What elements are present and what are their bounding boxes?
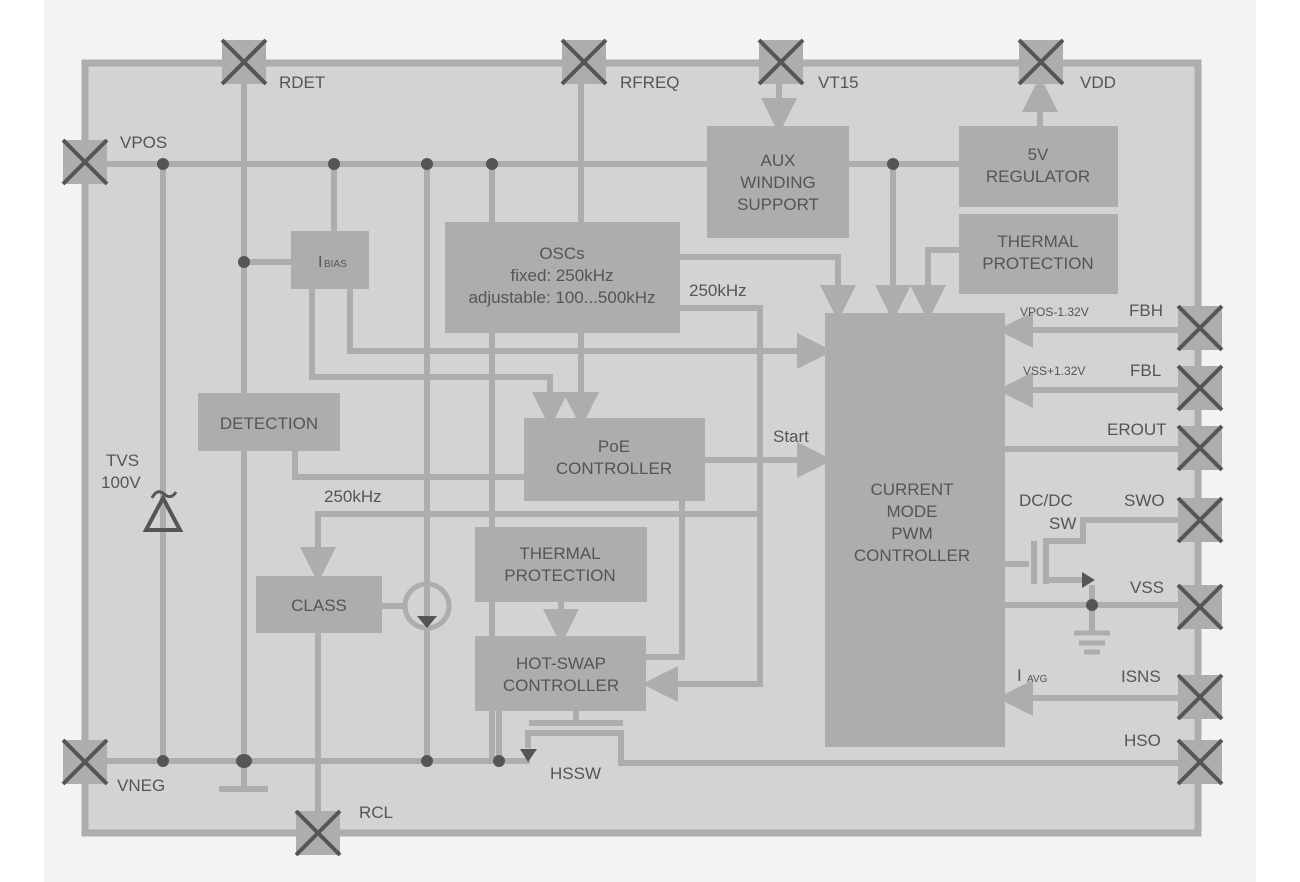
poe-controller-block xyxy=(524,418,705,501)
fbl-reference-label: VSS+1.32V xyxy=(1023,364,1085,378)
iavg-label-main: I xyxy=(1017,666,1022,685)
aux-line-3: SUPPORT xyxy=(737,195,819,214)
pin-label-fbh: FBH xyxy=(1129,301,1163,320)
diagram-canvas: AUX WINDING SUPPORT 5V REGULATOR THERMAL… xyxy=(44,0,1256,882)
thermal-top-line-2: PROTECTION xyxy=(982,254,1093,273)
detection-label: DETECTION xyxy=(220,414,318,433)
pin-label-fbl: FBL xyxy=(1130,361,1161,380)
pin-label-rcl: RCL xyxy=(359,803,393,822)
pin-label-vss: VSS xyxy=(1130,578,1164,597)
pin-label-vt15: VT15 xyxy=(818,73,859,92)
pin-label-isns: ISNS xyxy=(1121,667,1161,686)
hotswap-line-2: CONTROLLER xyxy=(503,676,619,695)
pin-vt15-icon xyxy=(757,38,805,86)
hso-wire xyxy=(525,730,1180,766)
pwm-line-1: CURRENT xyxy=(870,480,953,499)
pin-rfreq-icon xyxy=(560,38,608,86)
tvs-diode-icon xyxy=(142,490,184,532)
pin-swo-icon xyxy=(1176,496,1224,544)
pin-isns-icon xyxy=(1176,673,1224,721)
pin-label-swo: SWO xyxy=(1124,491,1165,510)
block-diagram: AUX WINDING SUPPORT 5V REGULATOR THERMAL… xyxy=(61,38,1224,857)
pin-label-rfreq: RFREQ xyxy=(620,73,680,92)
pin-vneg-icon xyxy=(61,738,109,786)
fbh-reference-label: VPOS-1.32V xyxy=(1020,305,1089,319)
osc-output-freq-label: 250kHz xyxy=(689,281,747,300)
swo-wire xyxy=(1043,517,1180,584)
osc-to-hotswap-wire xyxy=(642,305,763,702)
pin-label-erout: EROUT xyxy=(1107,420,1167,439)
dcdc-label-2: SW xyxy=(1049,514,1076,533)
dcdc-label-1: DC/DC xyxy=(1019,491,1073,510)
osc-block xyxy=(445,222,680,333)
ibias-to-pwm-wire xyxy=(347,288,833,369)
osc-to-pwm-wire xyxy=(679,254,856,321)
class-block xyxy=(256,576,382,633)
osc-line-1: OSCs xyxy=(539,244,584,263)
poe-to-hotswap-wire xyxy=(645,501,685,660)
thermal-protection-bottom-block xyxy=(475,527,647,602)
wires xyxy=(105,76,1180,815)
ibias-label-main: I xyxy=(318,254,322,271)
tvs-label-2: 100V xyxy=(101,473,141,492)
regulator-line-1: 5V xyxy=(1028,145,1049,164)
thermal-bottom-line-2: PROTECTION xyxy=(504,566,615,585)
pwm-line-3: PWM xyxy=(891,524,933,543)
pwm-controller-block xyxy=(825,313,1005,747)
ground-icon xyxy=(1074,630,1110,655)
thermal-top-line-1: THERMAL xyxy=(997,232,1078,251)
pin-label-hso: HSO xyxy=(1124,731,1161,750)
hssw-label: HSSW xyxy=(550,764,601,783)
pin-erout-icon xyxy=(1176,424,1224,472)
pin-rdet-icon xyxy=(220,38,268,86)
pin-vss-icon xyxy=(1176,583,1224,631)
aux-winding-block xyxy=(707,126,849,238)
pin-hso-icon xyxy=(1176,738,1224,786)
start-label: Start xyxy=(773,427,809,446)
thermal-protection-top-block xyxy=(959,214,1118,294)
hssw-arrow-icon xyxy=(520,749,537,762)
tvs-label-1: TVS xyxy=(106,451,139,470)
ibias-to-poe-wire xyxy=(309,288,568,428)
osc-line-3: adjustable: 100...500kHz xyxy=(468,288,655,307)
pin-label-vpos: VPOS xyxy=(120,133,167,152)
junction-nodes xyxy=(157,158,1098,768)
thermal-bottom-line-1: THERMAL xyxy=(519,544,600,563)
hotswap-line-1: HOT-SWAP xyxy=(516,654,606,673)
ibias-label-sub: BIAS xyxy=(324,259,347,270)
pin-label-rdet: RDET xyxy=(279,73,325,92)
osc-to-class-wire xyxy=(300,511,760,583)
pin-vdd-icon xyxy=(1017,38,1065,86)
current-source-arrow-icon xyxy=(417,616,437,628)
poe-line-1: PoE xyxy=(598,437,630,456)
detection-block xyxy=(198,393,340,451)
class-label: CLASS xyxy=(291,596,347,615)
ibias-block xyxy=(291,231,369,289)
iavg-label-sub: AVG xyxy=(1027,674,1048,685)
pin-fbh-icon xyxy=(1176,304,1224,352)
poe-line-2: CONTROLLER xyxy=(556,459,672,478)
pwm-line-4: CONTROLLER xyxy=(854,546,970,565)
pin-label-vdd: VDD xyxy=(1080,73,1116,92)
pwm-line-2: MODE xyxy=(887,502,938,521)
aux-line-1: AUX xyxy=(761,151,796,170)
dcdc-switch-arrow-icon xyxy=(1082,572,1095,588)
pin-label-vneg: VNEG xyxy=(117,776,165,795)
pins xyxy=(61,38,1224,857)
regulator-block xyxy=(959,126,1118,207)
hot-swap-controller-block xyxy=(475,636,646,711)
class-input-freq-label: 250kHz xyxy=(324,487,382,506)
detection-to-poe-wire xyxy=(292,449,525,480)
regulator-line-2: REGULATOR xyxy=(986,167,1090,186)
pin-fbl-icon xyxy=(1176,364,1224,412)
pin-rcl-icon xyxy=(294,809,342,857)
thermal-to-pwm-wire xyxy=(910,247,960,321)
aux-line-2: WINDING xyxy=(740,173,816,192)
osc-line-2: fixed: 250kHz xyxy=(511,266,614,285)
pin-vpos-icon xyxy=(61,138,109,186)
